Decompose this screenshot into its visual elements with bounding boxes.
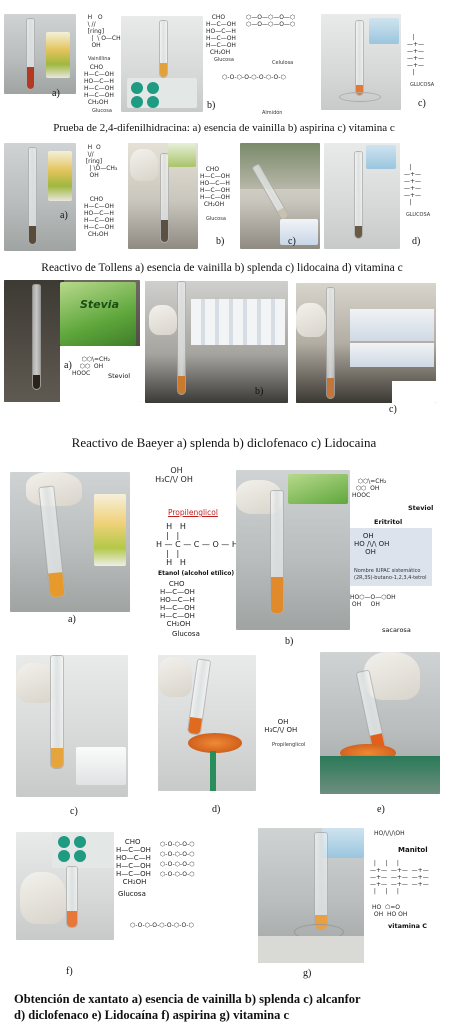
eritritol-label: Eritritol (374, 518, 403, 526)
caption-tollens: Reactivo de Tollens a) esencia de vainil… (41, 262, 403, 274)
glucose-structure-1: CHO H—C—OH HO—C—H H—C—OH H—C—OH CH₂OH (84, 64, 114, 106)
panel-label-c-3: c) (389, 404, 397, 415)
photo-dnph-vitc (321, 14, 401, 110)
sucrose-structure: HO⬡—O—⬡OH OH OH (350, 594, 396, 608)
panel-label-a-3: a) (64, 360, 72, 371)
propylene-glycol-structure: OH H₃C/\/ OH (155, 466, 193, 484)
steviol-structure: ⬡⬡\=CH₂ ⬡⬡ OH HOOC (72, 356, 111, 377)
vanillin-structure-2: H O \// [ring] | \O—CH₃ OH (85, 144, 118, 179)
steviol-label: Steviol (108, 372, 131, 380)
glucose-label-1: Glucosa (92, 108, 112, 114)
panel-label-e: e) (377, 804, 385, 815)
glucose-label-2: Glucosa (214, 57, 234, 63)
cellulose-structure: ⬡—O—⬡—O—⬡ ⬡—O—⬡—O—⬡ (246, 14, 296, 28)
glucose-fischer-1: | —+— —+— —+— —+— | (407, 34, 425, 76)
photo-baeyer-lidocaine (296, 283, 436, 403)
glucose-fischer-2: | —+— —+— —+— —+— | (404, 164, 422, 206)
manitol-structure: HO/\/\/\OH (374, 830, 405, 837)
eritritol-iupac-label: (2R,3S)-butano-1,2,3,4-tetrol (354, 575, 427, 581)
propylene-glycol-label-underlined: Propilenglicol (168, 508, 218, 517)
caption-xantato-line2: d) diclofenaco e) Lidocaína f) aspirina … (14, 1008, 289, 1022)
starch-label: Almidón (262, 110, 283, 116)
photo-tollens-vitc (324, 143, 400, 249)
panel-label-f: f) (66, 966, 73, 977)
panel-label-b-3: b) (255, 386, 264, 397)
panel-label-b: b) (207, 100, 216, 111)
steviol-structure-2: ⬡⬡\=CH₂ ⬡⬡ OH HOOC (352, 478, 387, 499)
starch-structure: ⬡-O-⬡-O-⬡-O-⬡-O-⬡ (222, 74, 286, 81)
panel-label-a: a) (52, 88, 60, 99)
panel-label-c: c) (418, 98, 426, 109)
panel-label-g: g) (303, 968, 312, 979)
fischer-projections: | | | —+— —+— —+— —+— —+— —+— —+— —+— —+… (370, 860, 429, 895)
propylene-glycol-structure-2: OH H₃C/\/ OH (264, 718, 298, 734)
vanillin-label: Vainillina (88, 56, 111, 62)
photo-dnph-vanilla (4, 14, 76, 94)
glucose-structure-5: CHO H—C—OH HO—C—H H—C—OH H—C—OH CH₂OH (160, 580, 195, 628)
manitol-label: Manitol (398, 846, 428, 854)
photo-xantato-vitc (258, 828, 364, 963)
photo-tollens-lidocaine (240, 143, 320, 249)
panel-label-c-4: c) (70, 806, 78, 817)
glucose-cap-label-2: GLUCOSA (406, 212, 431, 218)
vitamin-c-label: vitamina C (388, 922, 428, 930)
caption-dnph: Prueba de 2,4-difenilhidracina: a) esenc… (53, 122, 395, 134)
photo-xantato-lidocaine (320, 652, 440, 794)
ethanol-structure: H H | | H — C — C — O — H | | H H (156, 522, 238, 567)
caption-xantato-line1: Obtención de xantato a) esencia de vaini… (14, 992, 361, 1006)
photo-xantato-vanilla (10, 472, 130, 612)
panel-label-d-2: d) (212, 804, 221, 815)
glucose-label-6: Glucosa (118, 890, 146, 898)
panel-label-a-2: a) (60, 210, 68, 221)
photo-xantato-aspirin (16, 832, 114, 940)
photo-dnph-aspirin (121, 16, 203, 112)
glucose-label-4: Glucosa (206, 216, 226, 222)
photo-xantato-diclofenac (158, 655, 256, 791)
photo-xantato-alcanfor (16, 655, 128, 797)
caption-baeyer: Reactivo de Baeyer a) splenda b) diclofe… (71, 435, 377, 450)
steviol-label-2: Steviol (408, 504, 434, 512)
vitamin-c-structure: HO ⬠=O OH HO OH (372, 904, 408, 918)
panel-label-c-2: c) (288, 236, 296, 247)
glucose-cap-label-1: GLUCOSA (410, 82, 435, 88)
panel-label-a-4: a) (68, 614, 76, 625)
photo-tollens-vanilla (4, 143, 76, 251)
eritritol-box (350, 528, 432, 586)
vanillin-structure: H O \ // [ring] | \ O—CH₃ OH (87, 14, 124, 49)
glucose-structure-3: CHO H—C—OH HO—C—H H—C—OH H—C—OH CH₂OH (84, 196, 114, 238)
glucose-structure-6: CHO H—C—OH HO—C—H H—C—OH H—C—OH CH₂OH (116, 838, 151, 886)
propylene-glycol-label-2: Propilenglicol (272, 742, 306, 748)
photo-baeyer-diclofenac (145, 281, 288, 403)
eritritol-structure: OH HO /\/\ OH OH (354, 532, 390, 556)
photo-baeyer-splenda: Stevia (4, 280, 140, 402)
photo-tollens-splenda (128, 143, 198, 249)
starch-chain-structure: ⬡-O-⬡-O-⬡-O-⬡-O-⬡ (130, 922, 194, 929)
starch-cellulose-structure: ⬡-O-⬡-O-⬡ ⬡-O-⬡-O-⬡ ⬡-O-⬡-O-⬡ ⬡-O-⬡-O-⬡ (160, 841, 195, 878)
photo-xantato-splenda (236, 470, 350, 630)
glucose-structure-2: CHO H—C—OH HO—C—H H—C—OH H—C—OH CH₂OH (206, 14, 236, 56)
eritritol-sub-label: Nombre IUPAC sistemático (354, 568, 421, 574)
panel-label-b-4: b) (285, 636, 294, 647)
glucose-structure-4: CHO H—C—OH HO—C—H H—C—OH H—C—OH CH₂OH (200, 166, 230, 208)
panel-label-d: d) (412, 236, 421, 247)
panel-label-b-2: b) (216, 236, 225, 247)
ethanol-label: Etanol (alcohol etílico) (158, 570, 235, 577)
sucrose-label: sacarosa (382, 626, 411, 634)
stevia-brand: Stevia (80, 298, 120, 311)
cellulose-label: Celulosa (272, 60, 294, 66)
glucose-label-5: Glucosa (172, 630, 200, 638)
